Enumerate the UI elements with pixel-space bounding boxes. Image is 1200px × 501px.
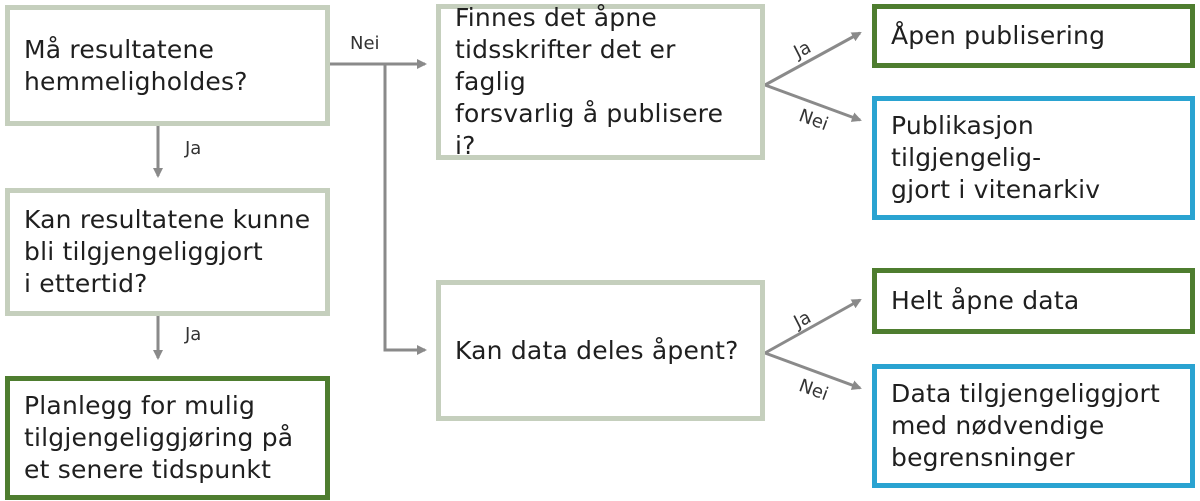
arrow-data-to-restricted: [764, 351, 862, 390]
question-secret-text: Må resultatene hemmeligholdes?: [24, 34, 248, 96]
label-nei-secret: Nei: [350, 33, 380, 54]
question-later-text: Kan resultatene kunne bli tilgjengeliggj…: [24, 205, 311, 298]
plan-text: Planlegg for mulig tilgjengeliggjøring p…: [24, 391, 294, 484]
question-secret-box: Må resultatene hemmeligholdes?: [5, 5, 330, 126]
label-ja-later: Ja: [185, 324, 202, 345]
arrow-data-to-open-data: [764, 298, 862, 355]
open-data-box: Helt åpne data: [872, 268, 1195, 334]
archive-box: Publikasjon tilgjengelig- gjort i vitena…: [872, 96, 1195, 220]
question-journals-box: Finnes det åpne tidsskrifter det er fagl…: [436, 3, 765, 160]
question-later-box: Kan resultatene kunne bli tilgjengeliggj…: [5, 188, 330, 316]
open-data-text: Helt åpne data: [891, 286, 1080, 315]
arrow-journals-to-open-pub: [764, 31, 862, 87]
restricted-data-box: Data tilgjengeliggjort med nødvendige be…: [872, 364, 1195, 488]
question-data-text: Kan data deles åpent?: [455, 335, 739, 365]
restricted-data-text: Data tilgjengeliggjort med nødvendige be…: [891, 379, 1160, 472]
archive-text: Publikasjon tilgjengelig- gjort i vitena…: [891, 111, 1101, 204]
arrow-journals-to-archive: [764, 83, 862, 122]
label-ja-secret: Ja: [185, 138, 202, 159]
open-publication-text: Åpen publisering: [891, 21, 1106, 50]
question-data-box: Kan data deles åpent?: [436, 280, 765, 421]
arrow-secret-to-data: [383, 64, 427, 355]
question-journals-text: Finnes det åpne tidsskrifter det er fagl…: [455, 3, 724, 160]
plan-box: Planlegg for mulig tilgjengeliggjøring p…: [5, 376, 330, 500]
open-publication-box: Åpen publisering: [872, 4, 1195, 68]
